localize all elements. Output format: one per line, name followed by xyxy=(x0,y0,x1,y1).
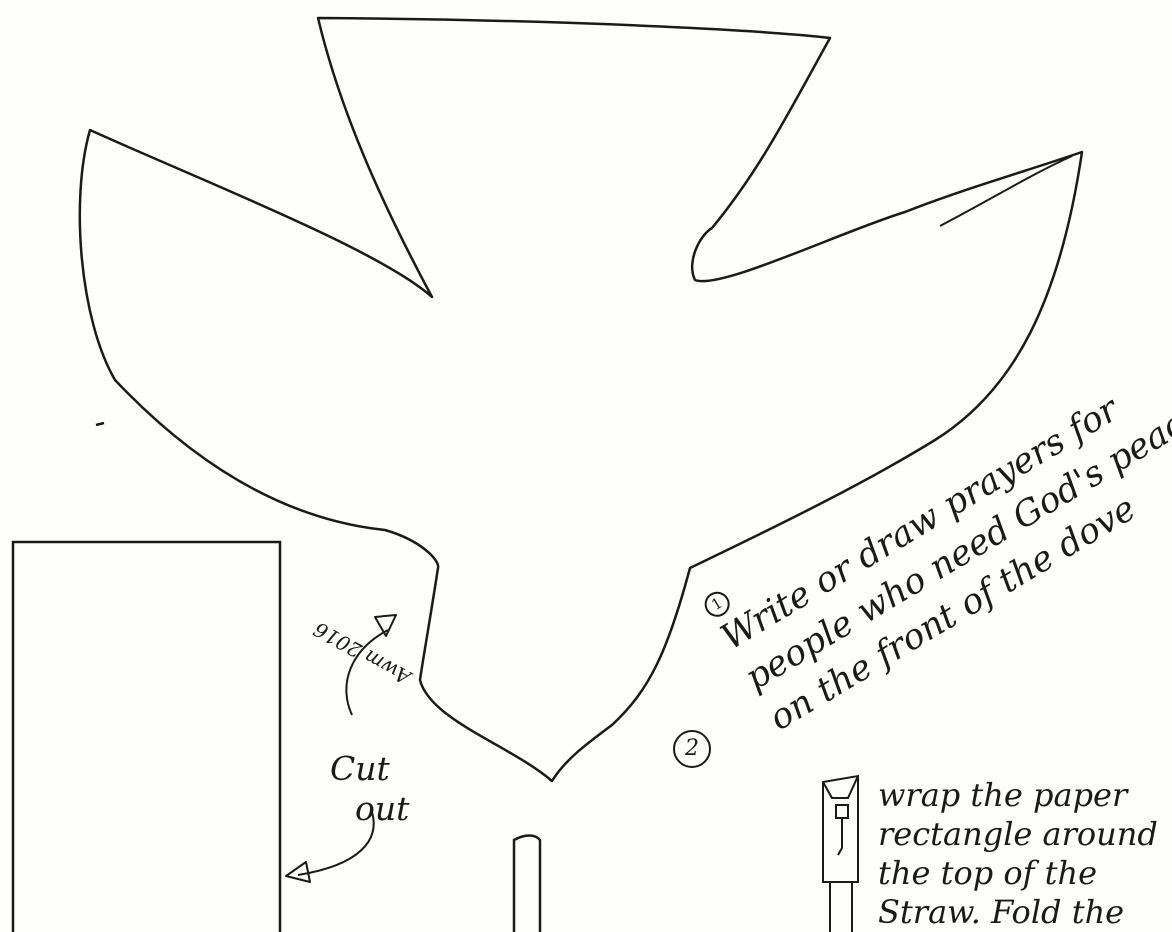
step-3-line-4: Straw. Fold the xyxy=(878,893,1158,932)
paper-rectangle xyxy=(13,542,280,932)
dove-outline xyxy=(80,18,1082,781)
cut-out-label-line-2: out xyxy=(355,792,409,825)
straw-drawing xyxy=(514,836,540,932)
step-3-line-2: rectangle around xyxy=(878,815,1158,854)
step-2-marker: 2 xyxy=(673,730,711,768)
cut-out-label-line-1: Cut xyxy=(330,752,390,785)
step-3-line-3: the top of the xyxy=(878,854,1158,893)
stray-mark xyxy=(96,423,104,425)
step-3-line-1: wrap the paper xyxy=(878,776,1158,815)
step-3-instruction: wrap the paper rectangle around the top … xyxy=(878,776,1158,932)
wrapped-straw-diagram-icon xyxy=(823,776,858,932)
